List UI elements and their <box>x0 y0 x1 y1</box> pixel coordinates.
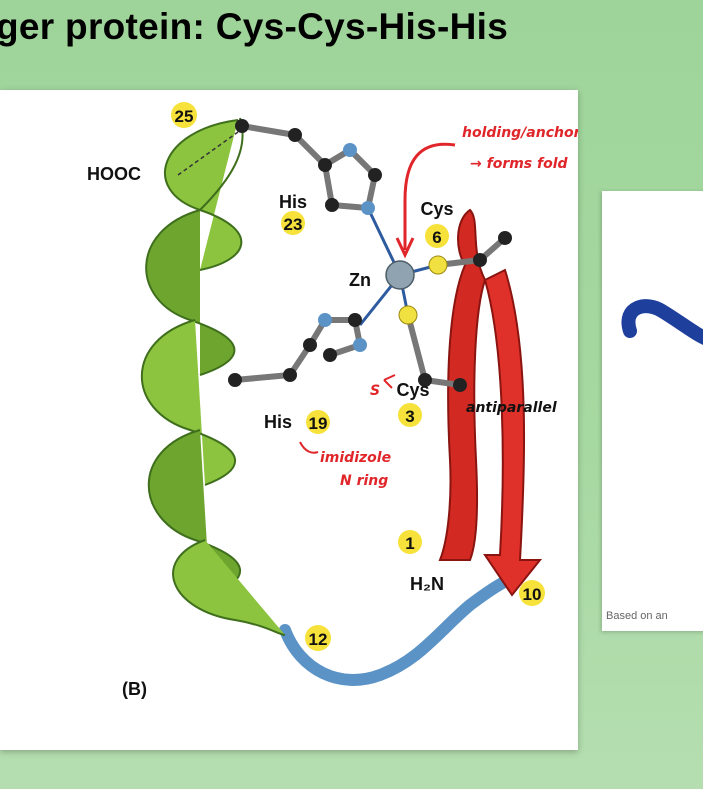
badge-10: 10 <box>523 585 542 604</box>
annotation-anchoring-2: → forms fold <box>470 156 569 172</box>
zn-label: Zn <box>349 270 371 290</box>
cys3-name: Cys <box>396 380 429 400</box>
handwritten-annotations: holding/anchoring → forms fold S antipar… <box>300 125 578 489</box>
his19-name: His <box>264 412 292 432</box>
badge-25: 25 <box>175 107 194 126</box>
side-figure-caption: Based on an <box>606 610 668 622</box>
panel-label: (B) <box>122 679 147 699</box>
badge-1: 1 <box>405 534 414 553</box>
annotation-imidazole-1: imidizole <box>320 450 391 466</box>
hooc-label: HOOC <box>87 164 141 184</box>
annotation-antiparallel: antiparallel <box>466 400 557 416</box>
cys6-name: Cys <box>420 199 453 219</box>
side-figure-graphic <box>602 191 703 611</box>
cys6-num: 6 <box>432 228 441 247</box>
badge-12: 12 <box>309 630 328 649</box>
side-figure-panel: Based on an <box>602 191 703 631</box>
his19-num: 19 <box>309 414 328 433</box>
annotation-s: S <box>370 383 380 399</box>
slide-title-text: ger protein: Cys-Cys-His-His <box>0 6 508 48</box>
cys3-num: 3 <box>405 407 414 426</box>
slide-title: ger protein: Cys-Cys-His-His <box>0 2 703 62</box>
his23-num: 23 <box>284 215 303 234</box>
his23-name: His <box>279 192 307 212</box>
zinc-finger-diagram: HOOC 25 His 23 Cys 6 Zn His 19 Cys 3 1 H… <box>0 90 578 750</box>
h2n-label: H₂N <box>410 574 444 594</box>
annotation-anchoring-1: holding/anchoring <box>462 125 578 141</box>
zinc-atom <box>386 261 414 289</box>
annotation-imidazole-2: N ring <box>340 473 388 489</box>
zinc-finger-figure-panel: HOOC 25 His 23 Cys 6 Zn His 19 Cys 3 1 H… <box>0 90 578 750</box>
